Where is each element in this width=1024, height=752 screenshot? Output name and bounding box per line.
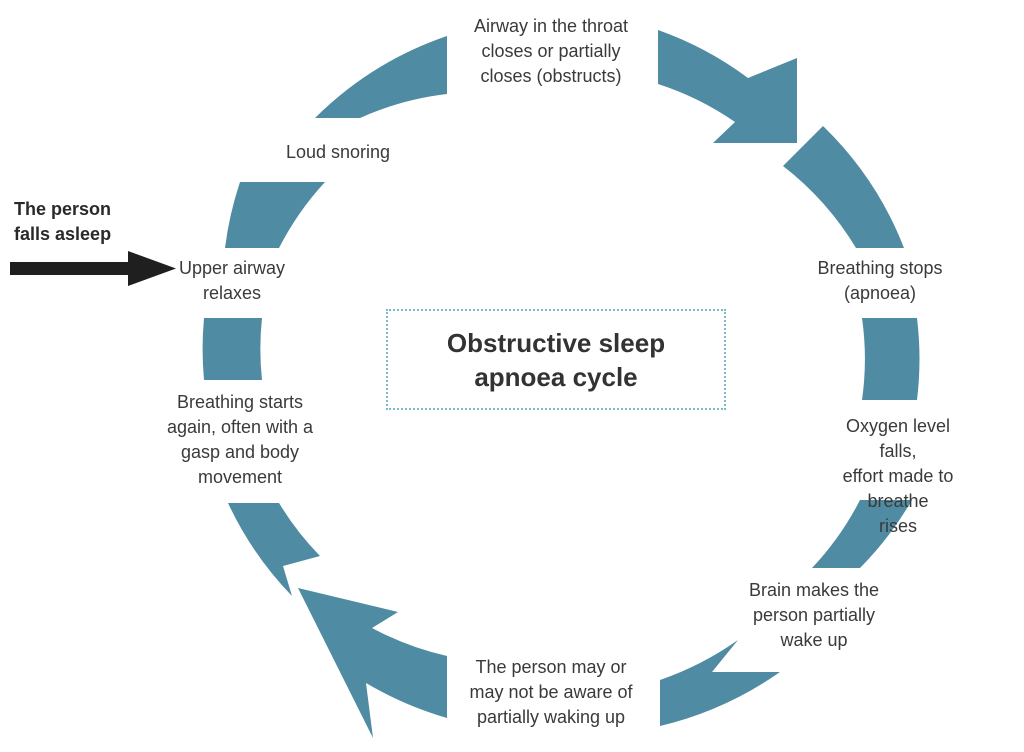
ring-arrow-bottom-left [298, 588, 447, 738]
ring-segment-top-left [315, 36, 447, 118]
ring-segment-right-upper [783, 126, 904, 248]
stage-label-airway-relaxes: Upper airway relaxes [178, 258, 286, 303]
stage-label-breathing-stops: Breathing stops (apnoea) [817, 258, 943, 303]
entry-arrow [10, 251, 176, 286]
cycle-ring [202, 30, 920, 738]
stage-label-airway-closes: Airway in the throat closes or partially… [473, 16, 629, 86]
title-box: Obstructive sleep apnoea cycle [386, 309, 726, 410]
ring-segment-left-upper [225, 182, 325, 248]
stage-label-breathing-restarts: Breathing starts again, often with a gas… [166, 392, 314, 487]
diagram-title: Obstructive sleep apnoea cycle [446, 327, 666, 392]
ring-segment-left-lower [228, 503, 320, 596]
stage-label-brain-wakes: Brain makes the person partially wake up [748, 580, 880, 650]
stage-label-loud-snoring: Loud snoring [285, 142, 391, 162]
ring-segment-left-middle [202, 318, 262, 380]
stage-label-aware: The person may or may not be aware of pa… [469, 657, 633, 727]
ring-arrow-top-right [658, 30, 797, 143]
stage-label-oxygen-falls: Oxygen level falls, effort made to breat… [842, 416, 954, 536]
ring-segment-right-lower [812, 500, 912, 568]
ring-segment-bottom-right [660, 640, 780, 726]
entry-label: The person falls asleep [14, 199, 112, 244]
ring-segment-right-middle [862, 318, 920, 400]
